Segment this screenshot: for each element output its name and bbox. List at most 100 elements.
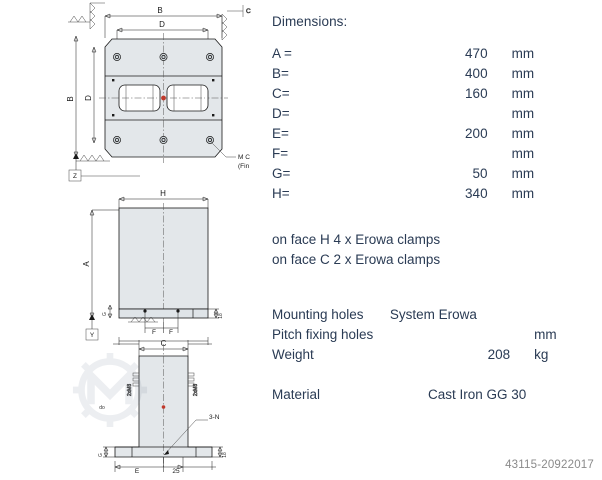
leader-note-3N: 3-N [163, 414, 220, 456]
tool-marks [112, 79, 215, 117]
table-row: H= 340 mm [268, 184, 568, 204]
table-row: Pitch fixing holes mm [268, 325, 568, 345]
surface-finish-symbol-right [221, 13, 228, 41]
datum-marker-Y: Y [85, 328, 99, 341]
dimension-unit: mm [511, 126, 535, 141]
column-label-right: 2xM8 [193, 384, 199, 396]
dim-label-B-left: B [66, 96, 75, 101]
property-unit: mm [534, 327, 557, 342]
dimension-value: 50 [472, 166, 488, 181]
dim-label-G-front: G [98, 453, 104, 457]
table-row: D= mm [268, 104, 568, 124]
dimension-label: D= [272, 106, 290, 121]
dim-label-B-top: B [157, 6, 162, 15]
dimension-unit: mm [511, 146, 535, 161]
dimension-unit: mm [511, 46, 535, 61]
bolt-holes [113, 53, 214, 144]
column-tapped-holes-right: 2xM8 [187, 372, 199, 396]
table-row: F= mm [268, 144, 568, 164]
column-tapped-holes-left: 2xM8 [127, 372, 140, 396]
dimension-value: 400 [465, 66, 488, 81]
reference-code: 43115-20922017 [505, 459, 594, 471]
dimension-unit: mm [511, 106, 535, 121]
center-origin-marker [161, 95, 166, 101]
dimension-unit: mm [511, 186, 535, 201]
material-value: Cast Iron GG 30 [428, 387, 527, 402]
dimension-label: E= [272, 126, 289, 141]
top-view-drawing: B D B D [66, 2, 251, 182]
clamp-note-line: on face C 2 x Erowa clamps [272, 252, 441, 267]
leader-note-label: 3-N [209, 414, 220, 421]
datum-label-Y: Y [90, 332, 95, 339]
property-value [477, 325, 510, 345]
property-text: System Erowa [389, 307, 477, 322]
base-dims: E 25 [114, 457, 184, 475]
dim-label-D-top: D [159, 20, 165, 29]
dimension-label: A = [272, 46, 292, 61]
table-row: Mounting holes System Erowa [268, 305, 568, 325]
material-row: Material Cast Iron GG 30 [268, 386, 568, 404]
table-row: Weight 208 kg [268, 345, 568, 365]
material-label: Material [272, 387, 321, 402]
spec-title: Dimensions: [272, 14, 348, 29]
dim-label-C-front: C [161, 339, 167, 348]
pitch-dims-F: F F [143, 309, 180, 336]
property-label: Pitch fixing holes [272, 327, 374, 342]
column-label-left: 2xM8 [127, 384, 133, 396]
side-feet [128, 316, 158, 323]
property-label: Weight [272, 347, 314, 362]
dimension-unit: mm [511, 86, 535, 101]
front-center-marker [161, 405, 166, 409]
property-unit [510, 305, 568, 325]
property-text [390, 345, 477, 365]
dim-label-thickness-side: 18 [218, 313, 224, 319]
dim-label-H: H [160, 189, 166, 198]
dim-label-D-left: D [84, 95, 93, 101]
side-base-strip [118, 308, 209, 319]
dim-label-E-front: E [135, 468, 140, 475]
property-label: Mounting holes [272, 307, 364, 322]
datum-label-Z: Z [73, 173, 77, 180]
dimension-value: 160 [465, 86, 488, 101]
datum-arrow-Z [73, 153, 79, 159]
clamp-note-line: on face H 4 x Erowa clamps [272, 232, 441, 247]
side-view-drawing: H A 18 [82, 189, 224, 345]
dimension-label: G= [272, 166, 291, 181]
dimension-value: 470 [465, 46, 488, 61]
datum-label-C: C [246, 8, 251, 15]
table-row: B= 400 mm [268, 64, 568, 84]
dim-label-thickness-front: 18 [222, 452, 228, 458]
property-unit: kg [534, 347, 549, 362]
corner-note-leader: M C (Fin [210, 141, 250, 170]
property-value [477, 305, 510, 325]
dim-label-A: A [82, 261, 91, 267]
dimension-label: B= [272, 66, 289, 81]
surface-finish-symbol-top [89, 2, 105, 30]
surface-finish-symbol-topleft [68, 15, 90, 23]
scale-note: do [99, 405, 105, 411]
dimension-label: C= [272, 86, 290, 101]
dimension-unit: mm [511, 166, 535, 181]
property-value: 208 [487, 347, 511, 362]
datum-marker-C: C [227, 5, 251, 17]
table-row: E= 200 mm [268, 124, 568, 144]
dimension-unit: mm [511, 66, 535, 81]
dimension-value [402, 144, 487, 164]
dimension-value: 200 [465, 126, 488, 141]
table-row: C= 160 mm [268, 84, 568, 104]
table-row: A = 470 mm [268, 44, 568, 64]
dim-label-G-side: G [102, 312, 108, 316]
erowa-clamp-slots [118, 84, 209, 112]
technical-drawing-pane: B D B D [0, 0, 262, 480]
surface-finish-symbol-bottom [76, 154, 110, 162]
dimension-value: 340 [465, 186, 488, 201]
corner-note-line1: M C [238, 154, 250, 161]
clamp-notes: on face H 4 x Erowa clamps on face C 2 x… [272, 230, 440, 270]
corner-note-line2: (Fin [238, 163, 250, 170]
properties-table: Mounting holes System Erowa Pitch fixing… [268, 305, 568, 365]
front-view-drawing: C 2xM8 2xM8 [98, 339, 228, 475]
dimensions-table: A = 470 mm B= 400 mm C= 160 mm D= mm E= [268, 44, 568, 204]
datum-arrow-Y [89, 314, 95, 320]
dimension-value [402, 104, 487, 124]
specification-pane: Dimensions: A = 470 mm B= 400 mm C= 160 … [268, 0, 602, 480]
